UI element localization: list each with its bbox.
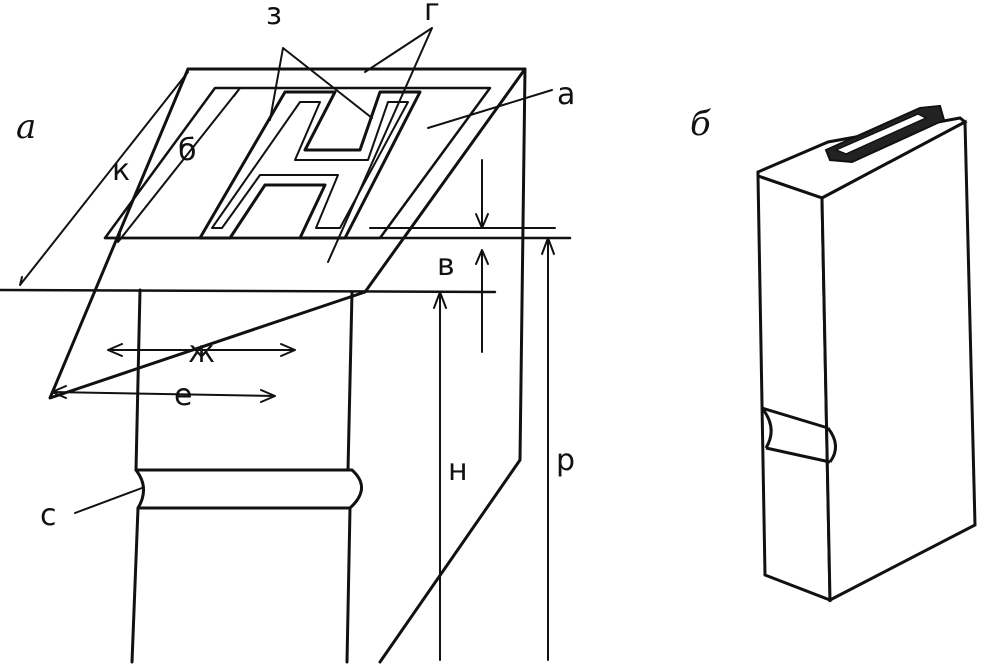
nick-groove bbox=[134, 468, 363, 510]
label-r: р bbox=[556, 443, 575, 478]
dim-k-line bbox=[19, 71, 189, 286]
label-e: е bbox=[174, 378, 192, 413]
label-k: к bbox=[112, 153, 130, 188]
dim-zh-line bbox=[107, 343, 296, 357]
solid-letter-relief-highlight bbox=[834, 113, 928, 155]
body-left-edge bbox=[134, 288, 142, 472]
leader-g bbox=[327, 27, 433, 263]
solid-nick-curve bbox=[826, 427, 837, 463]
label-v: в bbox=[437, 248, 455, 283]
dim-n-line bbox=[433, 291, 447, 661]
label-s: с bbox=[40, 498, 57, 533]
solid-front-face bbox=[756, 173, 832, 603]
dim-r-line bbox=[541, 237, 555, 661]
label-g: г bbox=[424, 0, 440, 28]
body-left-edge-lower bbox=[130, 506, 140, 664]
ref-line-shoulder bbox=[0, 288, 497, 294]
shoulder-frame bbox=[103, 86, 492, 240]
leader-s bbox=[74, 487, 143, 514]
label-n: н bbox=[448, 453, 468, 488]
body-front-edge bbox=[346, 290, 354, 472]
label-a: а bbox=[557, 77, 575, 112]
letter-face-inner bbox=[211, 101, 409, 229]
dim-v-arrow-bottom bbox=[475, 249, 489, 353]
body-front-edge-lower bbox=[345, 506, 352, 664]
panel-label-a: а bbox=[16, 107, 36, 147]
solid-side-face bbox=[820, 119, 977, 603]
right-side-face bbox=[378, 67, 527, 664]
solid-nick bbox=[760, 406, 831, 464]
panel-label-b: б bbox=[690, 104, 711, 144]
type-piece-drawing: а з г а к б в ж е н р с bbox=[0, 0, 575, 664]
label-b: б bbox=[178, 133, 197, 168]
leader-z bbox=[269, 47, 373, 121]
dim-e-line bbox=[51, 385, 276, 403]
dim-v-arrow-top bbox=[475, 159, 489, 229]
label-z: з bbox=[266, 0, 282, 32]
leader-a bbox=[427, 89, 553, 129]
letter-face bbox=[198, 90, 422, 240]
type-piece-solid: б bbox=[690, 104, 977, 603]
label-zh: ж bbox=[188, 335, 215, 370]
